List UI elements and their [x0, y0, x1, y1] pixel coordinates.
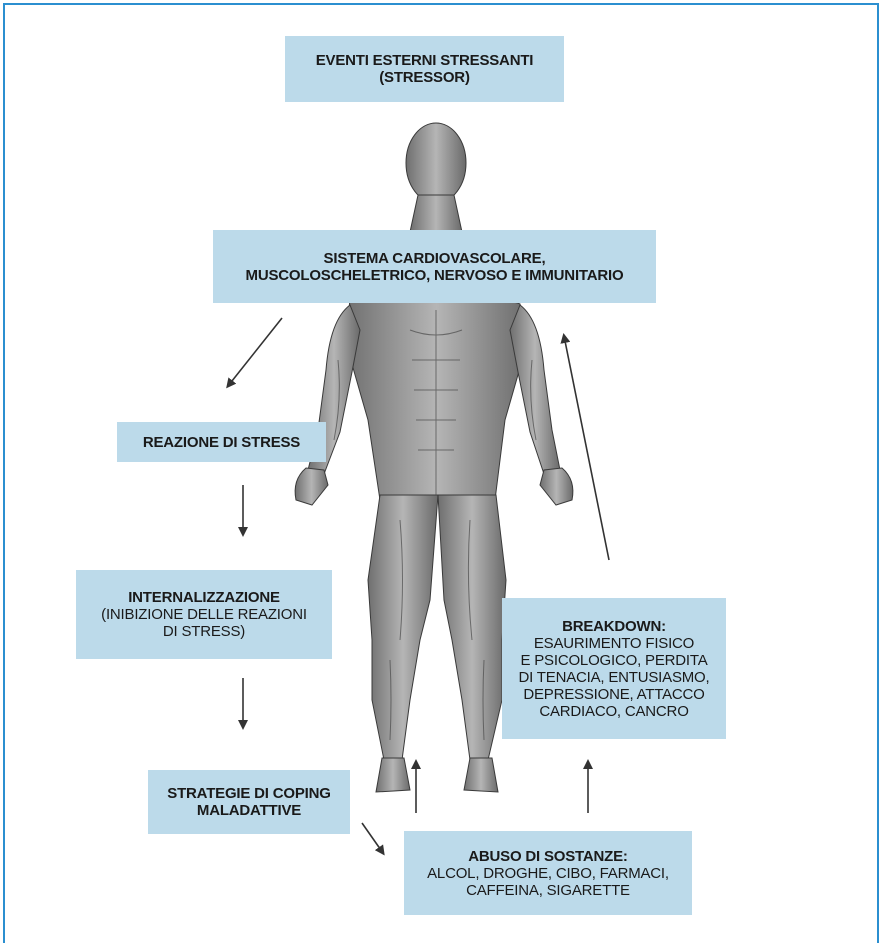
box-breakdown: BREAKDOWN: ESAURIMENTO FISICO E PSICOLOG… [502, 598, 726, 739]
breakdown-line4: DI TENACIA, ENTUSIASMO, [519, 669, 710, 686]
box-stressor: EVENTI ESTERNI STRESSANTI (STRESSOR) [285, 36, 564, 102]
figure-hand-right [540, 468, 573, 505]
figure-leg-left [368, 495, 438, 760]
stressor-line1: EVENTI ESTERNI STRESSANTI [316, 52, 534, 69]
box-reaction: REAZIONE DI STRESS [117, 422, 326, 462]
abuse-title: ABUSO DI SOSTANZE: [468, 848, 627, 865]
abuse-line2: ALCOL, DROGHE, CIBO, FARMACI, [427, 865, 669, 882]
systems-line1: SISTEMA CARDIOVASCOLARE, [324, 250, 546, 267]
box-internalization: INTERNALIZZAZIONE (INIBIZIONE DELLE REAZ… [76, 570, 332, 659]
box-coping: STRATEGIE DI COPING MALADATTIVE [148, 770, 350, 834]
box-systems: SISTEMA CARDIOVASCOLARE, MUSCOLOSCHELETR… [213, 230, 656, 303]
box-abuse: ABUSO DI SOSTANZE: ALCOL, DROGHE, CIBO, … [404, 831, 692, 915]
figure-foot-left [376, 758, 410, 792]
internalization-title: INTERNALIZZAZIONE [128, 589, 280, 606]
figure-arm-right [510, 305, 560, 474]
coping-line2: MALADATTIVE [197, 802, 301, 819]
breakdown-title: BREAKDOWN: [562, 618, 666, 635]
breakdown-line6: CARDIACO, CANCRO [539, 703, 688, 720]
figure-hand-left [295, 468, 328, 505]
internalization-line3: DI STRESS) [163, 623, 245, 640]
systems-line2: MUSCOLOSCHELETRICO, NERVOSO E IMMUNITARI… [246, 267, 624, 284]
internalization-line2: (INIBIZIONE DELLE REAZIONI [101, 606, 307, 623]
breakdown-line5: DEPRESSIONE, ATTACCO [523, 686, 704, 703]
figure-head [406, 123, 466, 203]
stressor-line2: (STRESSOR) [379, 69, 470, 86]
abuse-line3: CAFFEINA, SIGARETTE [466, 882, 630, 899]
figure-foot-right [464, 758, 498, 792]
figure-neck [410, 195, 462, 232]
breakdown-line2: ESAURIMENTO FISICO [534, 635, 694, 652]
coping-line1: STRATEGIE DI COPING [167, 785, 330, 802]
breakdown-line3: E PSICOLOGICO, PERDITA [520, 652, 707, 669]
reaction-line1: REAZIONE DI STRESS [143, 434, 300, 451]
figure-leg-right [438, 495, 506, 760]
